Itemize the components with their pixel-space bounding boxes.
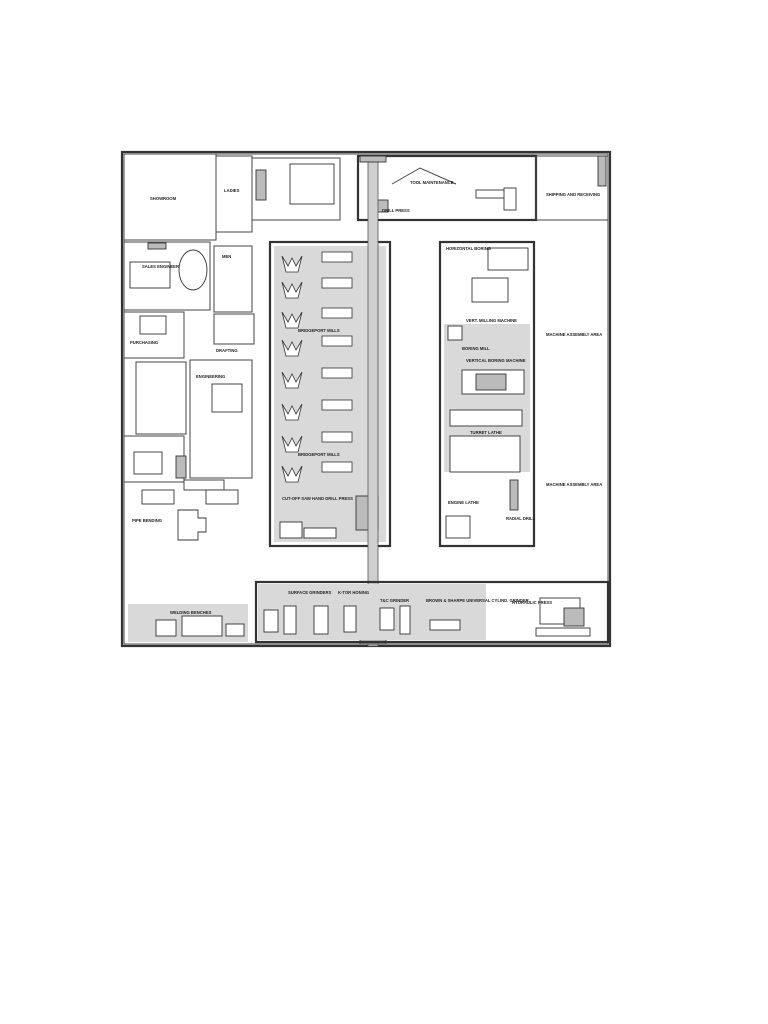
office-rooms (123, 153, 341, 541)
grinding-bay (254, 580, 610, 644)
label-showroom: SHOWROOM (150, 196, 177, 201)
label-men: MEN (222, 254, 231, 259)
label-drafting: DRAFTING (216, 348, 238, 353)
label-surface-grinders: SURFACE GRINDERS (288, 590, 331, 595)
mill-symbol (281, 403, 303, 421)
label-engineering: ENGINEERING (196, 374, 225, 379)
mill-table (321, 251, 353, 263)
mill-symbol (281, 339, 303, 357)
label-drill-press: DRILL PRESS (382, 208, 410, 213)
bridgeport-bay (268, 240, 392, 548)
mill-symbol (281, 435, 303, 453)
label-ktor-honing: K-TOR HONING (338, 590, 369, 595)
label-bridgeport-1: BRIDGEPORT MILLS (298, 328, 340, 333)
label-hand-drill: HAND DRILL PRESS (312, 496, 353, 501)
machining-bay (438, 240, 536, 548)
mill-table (321, 399, 353, 411)
mill-symbol (281, 371, 303, 389)
label-brown-sharpe: BROWN & SHARPE UNIVERSAL CYLIND. GRINDER (426, 598, 529, 603)
label-hyd-press: HYDRAULIC PRESS (512, 600, 552, 605)
label-tool-maint: TOOL MAINTENANCE (410, 180, 454, 185)
mill-symbol (281, 255, 303, 273)
label-assembly-2: MACHINE ASSEMBLY AREA (546, 482, 602, 487)
label-weld-bench: WELDING BENCHES (170, 610, 212, 615)
label-boring-mill: BORING MILL (462, 346, 490, 351)
label-radial-drill: RADIAL DRILL (506, 516, 536, 521)
label-horiz-boring: HORIZONTAL BORING (446, 246, 491, 251)
label-assembly-1: MACHINE ASSEMBLY AREA (546, 332, 602, 337)
label-cutoff: CUT-OFF SAW (282, 496, 311, 501)
label-purchasing: PURCHASING (130, 340, 158, 345)
label-bridgeport-2: BRIDGEPORT MILLS (298, 452, 340, 457)
mill-table (321, 335, 353, 347)
label-turret-lathe: TURRET LATHE (470, 430, 502, 435)
label-ladies: LADIES (224, 188, 240, 193)
label-vert-mill: VERT. MILLING MACHINE (466, 318, 517, 323)
mill-table (321, 431, 353, 443)
label-vertical-boring: VERTICAL BORING MACHINE (466, 358, 526, 363)
mill-table (321, 307, 353, 319)
mill-symbol (281, 465, 303, 483)
label-shipping: SHIPPING AND RECEIVING (546, 192, 600, 197)
mill-table (321, 277, 353, 289)
mill-symbol (281, 311, 303, 329)
label-sales-engineer: SALES ENGINEER (142, 264, 179, 269)
mill-table (321, 461, 353, 473)
room-labels: SHOWROOM LADIES MEN SALES ENGINEER PURCH… (130, 180, 602, 615)
mill-table (321, 367, 353, 379)
mill-symbol (281, 281, 303, 299)
welding-area (128, 604, 248, 642)
label-tool-grinder: T&C GRINDER (380, 598, 409, 603)
label-engine-lathe: ENGINE LATHE (448, 500, 479, 505)
shipping-area (535, 155, 609, 221)
label-pipe-bending: PIPE BENDING (132, 518, 162, 523)
